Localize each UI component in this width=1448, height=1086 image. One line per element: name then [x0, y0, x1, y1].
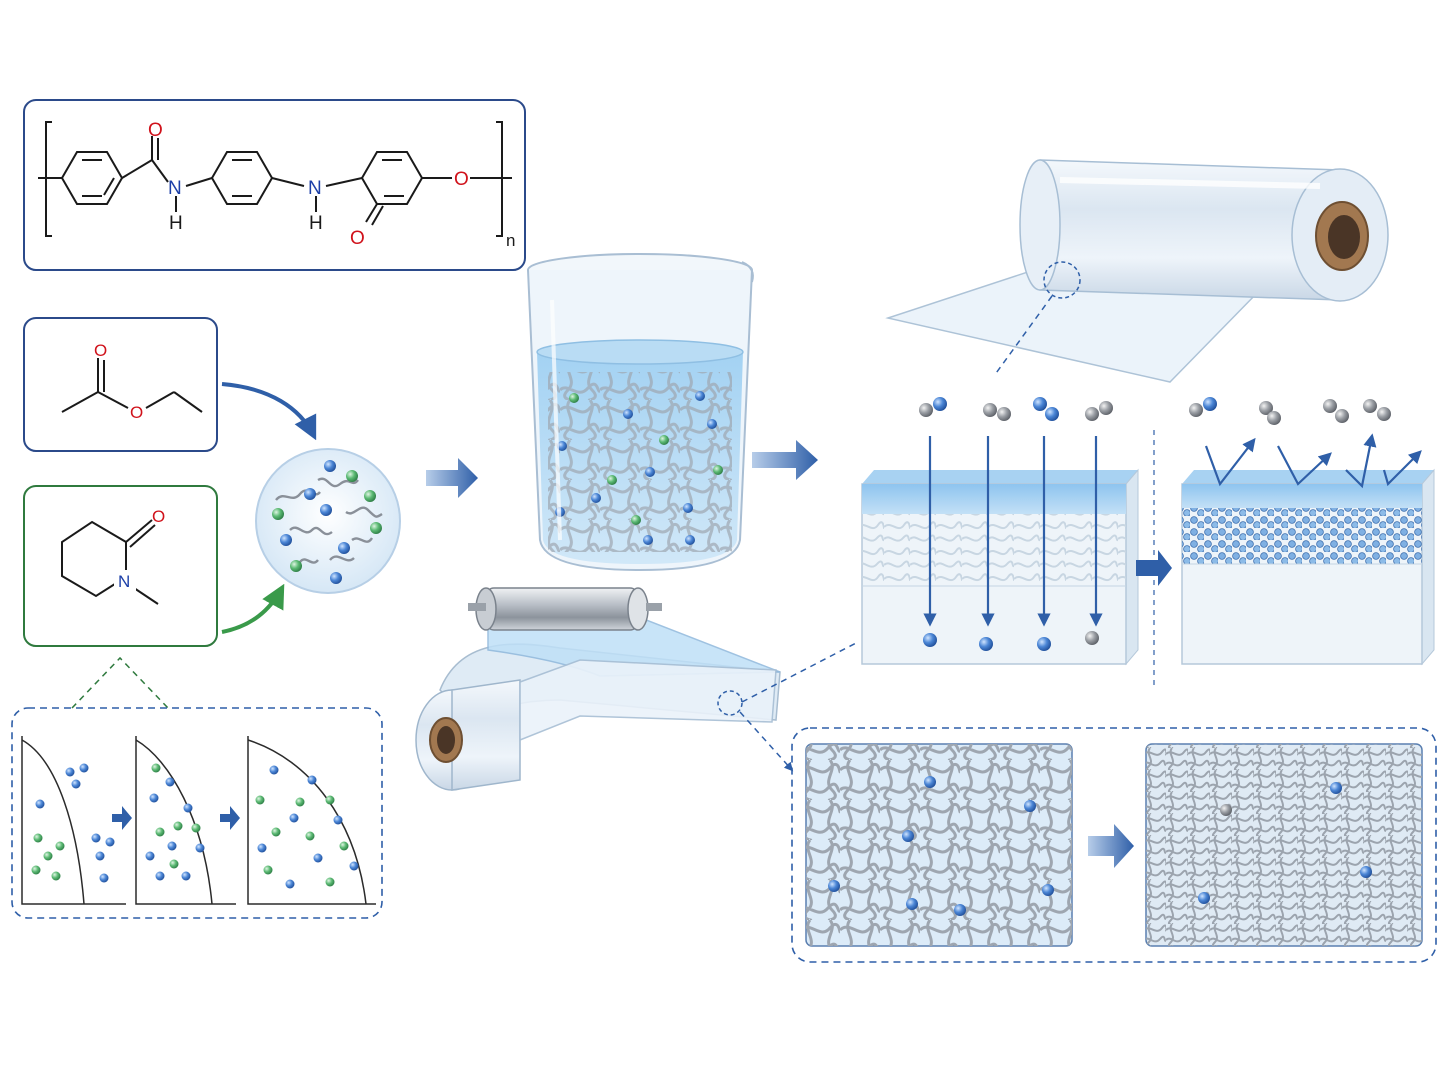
polymer-atom-n2: N [308, 178, 322, 199]
arrow-ester-to-mixture [221, 382, 317, 441]
dense-membrane-icon [1181, 397, 1435, 666]
solvent-ester-panel: O O [23, 317, 218, 452]
polymer-atom-o-ring: O [350, 228, 365, 249]
lactam-atom-n: N [118, 572, 130, 591]
solvent-lactam-panel: O N [23, 485, 218, 647]
polymer-atom-o-ether: O [454, 169, 469, 190]
phase-separation-panel [11, 707, 383, 919]
beaker-icon [527, 253, 754, 572]
polymer-atom-h1: H [169, 213, 183, 234]
leader-film-to-network [739, 711, 794, 772]
lactam-atom-o: O [152, 507, 165, 526]
arrow-mixture-to-beaker [426, 458, 478, 498]
film-roll-icon [885, 159, 1389, 383]
polymer-network-panel [791, 727, 1437, 963]
polymer-repeat-subscript: n [506, 231, 515, 250]
arrow-lactam-to-mixture [221, 583, 285, 634]
ester-atom-o-ester: O [130, 403, 143, 422]
membrane-cross-section-icon [861, 397, 1139, 666]
polymer-structure-panel: O N H N H O O n [23, 99, 526, 271]
polymer-atom-o-top: O [148, 120, 163, 141]
leader-lactam-to-phase [71, 656, 169, 709]
polymer-solution-icon [255, 448, 401, 594]
ester-atom-o-carbonyl: O [94, 341, 107, 360]
polymer-atom-n1: N [168, 178, 182, 199]
casting-roller-icon [415, 587, 781, 791]
arrow-beaker-to-film [752, 440, 818, 480]
arrow-block-to-dense [1136, 550, 1172, 586]
polymer-atom-h2: H [309, 213, 323, 234]
